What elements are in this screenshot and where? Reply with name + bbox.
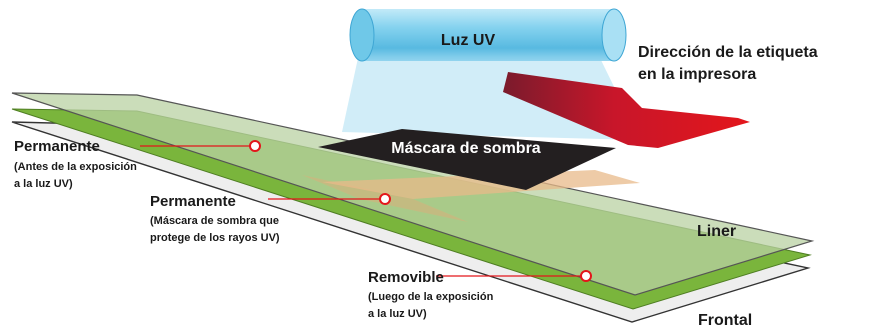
callout-2-line2: protege de los rayos UV) [150,232,280,244]
mask-shadow [322,170,640,199]
callout-2-title: Permanente [150,193,236,210]
callout-2-line1: (Máscara de sombra que [150,215,279,227]
shadow-mask [318,129,616,190]
callout-3-line1: (Luego de la exposición [368,291,494,303]
callout-1-title: Permanente [14,138,100,155]
callout-1-line2: a la luz UV) [14,178,73,190]
callout-1-line1: (Antes de la exposición [14,161,137,173]
shadow-mask-label: Máscara de sombra [391,140,541,157]
direction-label-line2: en la impresora [638,66,756,83]
direction-label-line1: Dirección de la etiqueta [638,44,818,61]
callout-removible [436,270,592,282]
uv-beam [342,58,640,140]
callout-3-line2: a la luz UV) [368,308,427,320]
uv-light-label: Luz UV [441,32,496,49]
direction-arrow [503,72,750,148]
frontal-label: Frontal [698,312,752,328]
callout-permanente-1 [140,140,261,152]
callout-permanente-2 [268,193,391,205]
callout-3-title: Removible [368,269,444,286]
liner-label: Liner [697,223,736,240]
uv-light-cylinder [349,8,627,62]
